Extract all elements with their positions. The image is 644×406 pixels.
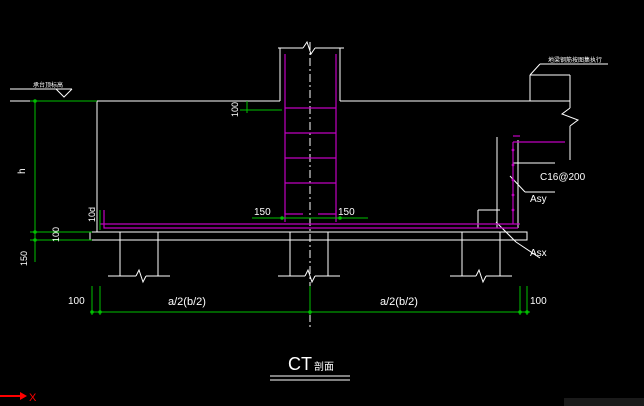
x-axis-indicator: X — [0, 392, 37, 404]
dim-h-label: h — [17, 168, 28, 174]
rebar — [100, 54, 565, 229]
status-corner — [564, 398, 644, 406]
dimensions — [30, 100, 530, 315]
dim-100-bottom-left: 100 — [68, 296, 85, 307]
dim-100-bottom-right: 100 — [530, 296, 547, 307]
dimension-ticks — [33, 99, 529, 314]
dim-10d: 10d — [87, 207, 97, 222]
top-left-note: 承台顶标高 — [33, 81, 63, 89]
dim-150-b: 150 — [338, 207, 355, 218]
x-axis-label: X — [29, 392, 37, 404]
dim-100-left: 100 — [51, 227, 61, 242]
top-right-note: 地梁钢筋按图集执行 — [548, 56, 602, 64]
dim-150-a: 150 — [254, 207, 271, 218]
structure-outline — [10, 40, 608, 381]
dim-150-left: 150 — [19, 251, 29, 266]
dim-100-top: 100 — [230, 102, 240, 117]
rebar-dots — [511, 148, 515, 212]
section-title-suffix: 剖面 — [314, 360, 334, 373]
asy-label: Asy — [530, 194, 547, 205]
dim-half-left: a/2(b/2) — [168, 296, 206, 308]
dim-half-right: a/2(b/2) — [380, 296, 418, 308]
rebar-label: C16@200 — [540, 172, 586, 183]
asx-label: Asx — [530, 248, 547, 259]
section-title-code: CT — [288, 354, 312, 374]
